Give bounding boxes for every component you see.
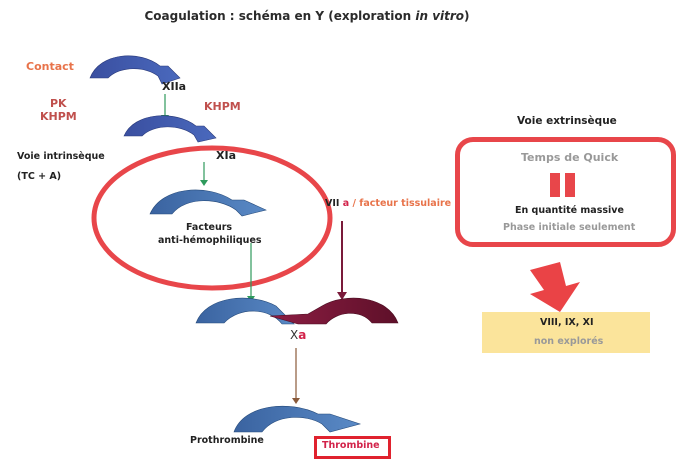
quick-box-massive: En quantité massive bbox=[515, 205, 624, 216]
label-pk: PK bbox=[50, 97, 67, 110]
curved-arrow-xa-intrinsic bbox=[195, 297, 295, 325]
pause-bar-left-icon bbox=[550, 173, 560, 197]
node-facteurs-line2: anti-hémophiliques bbox=[158, 235, 262, 246]
intrinsic-highlight-ellipse bbox=[91, 145, 333, 291]
node-xiia: XIIa bbox=[162, 80, 187, 93]
not-explored-factors: VIII, IX, XI bbox=[540, 317, 594, 328]
red-down-arrow-icon bbox=[530, 262, 580, 312]
curved-arrow-thrombine bbox=[233, 405, 362, 433]
label-voie-intrinseque: Voie intrinsèque bbox=[17, 151, 105, 162]
node-xa: Xa bbox=[290, 328, 307, 342]
node-prothrombine: Prothrombine bbox=[190, 435, 264, 446]
label-contact: Contact bbox=[26, 60, 74, 73]
node-thrombine: Thrombine bbox=[322, 440, 380, 451]
curved-arrow-facteurs bbox=[149, 189, 267, 217]
pause-bar-right-icon bbox=[565, 173, 575, 197]
thrombine-highlight-box bbox=[314, 436, 391, 459]
label-khpm-right: KHPM bbox=[204, 100, 241, 113]
label-vii-facteur-tissulaire: VII a / facteur tissulaire bbox=[325, 198, 452, 209]
label-khpm-left: KHPM bbox=[40, 110, 77, 123]
not-explored-note: non explorés bbox=[534, 336, 604, 347]
quick-box-title: Temps de Quick bbox=[521, 151, 619, 164]
curved-arrow-xia bbox=[123, 115, 217, 143]
quick-time-box bbox=[455, 137, 676, 247]
curved-arrow-xa-extrinsic bbox=[269, 297, 399, 325]
not-explored-box bbox=[482, 312, 650, 353]
heading-voie-extrinseque: Voie extrinsèque bbox=[517, 115, 617, 127]
node-facteurs-line1: Facteurs bbox=[186, 222, 233, 233]
diagram-title: Coagulation : schéma en Y (exploration i… bbox=[144, 9, 470, 23]
node-xia: XIa bbox=[216, 149, 236, 162]
quick-box-phase: Phase initiale seulement bbox=[503, 222, 636, 233]
label-tc-a: (TC + A) bbox=[17, 171, 62, 182]
curved-arrow-contact bbox=[89, 55, 181, 85]
